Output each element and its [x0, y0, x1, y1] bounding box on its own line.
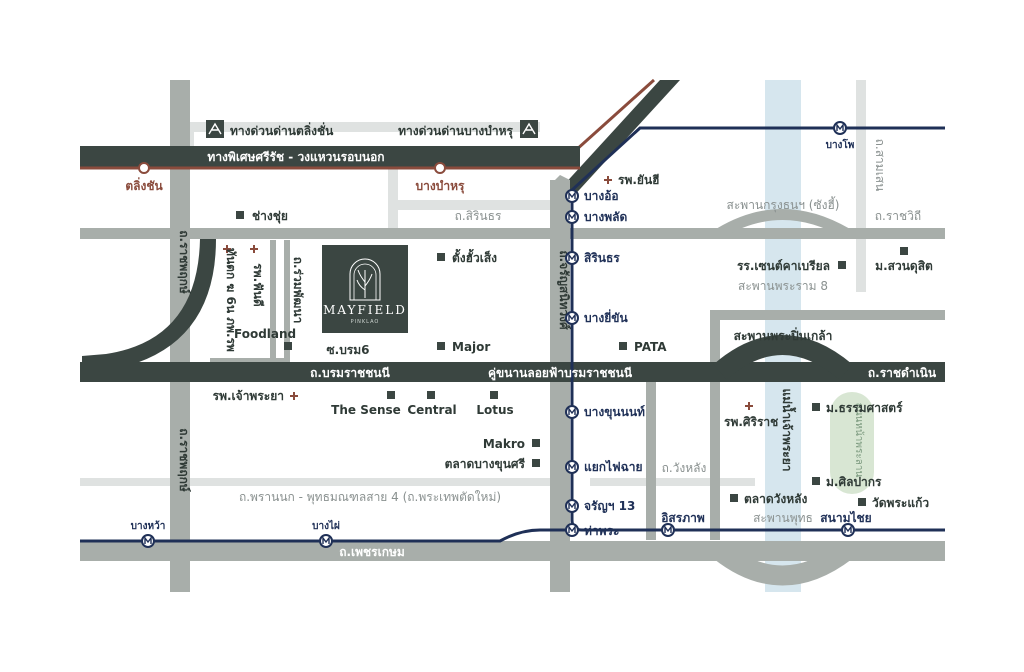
road-phetkasem: ถ.เพชรเกษม: [339, 545, 405, 559]
krungthon-bridge-curve: [717, 209, 849, 238]
mrt-fai-chai: แยกไฟฉาย: [584, 459, 643, 474]
landmark-talat-bang-khun-si: ตลาดบางขุนศรี: [445, 457, 526, 472]
landmark-major: Major: [452, 340, 490, 354]
project-subtitle: PINKLAO: [351, 319, 380, 325]
srirat-label: ทางพิเศษศรีรัช - วงแหวนรอบนอก: [207, 150, 384, 164]
road-sam-sen: ถ.สามเสน: [873, 139, 887, 192]
landmark-lotus: Lotus: [476, 403, 513, 417]
mrt-bang-phai: บางไผ่: [312, 519, 340, 532]
mrt-bang-wa: บางหว้า: [131, 520, 166, 532]
park-label: ถนนหน้าพระลาน: [853, 403, 865, 478]
project-logo-icon: [349, 258, 381, 301]
toll-left-icon: [206, 120, 224, 138]
landmark-foodland: Foodland: [234, 327, 296, 341]
road-ruamphatthana: ถ.ร่วมพัฒนา: [291, 257, 305, 324]
landmark-talat-wang-lang: ตลาดวังหลัง: [744, 492, 808, 506]
road-ratchadamnoen: ถ.ราชดำเนิน: [868, 366, 937, 380]
road-phran-nok: ถ.พรานนก - พุทธมณฑลสาย 4 (ถ.พระเทพตัดใหม…: [239, 490, 501, 505]
landmark-chang-chui: ช่างชุ่ย: [252, 209, 288, 224]
minor-roads: [80, 80, 866, 486]
landmark-the-sense: The Sense: [331, 403, 401, 417]
landmark-suan-dusit: ม.สวนดุสิต: [875, 259, 933, 274]
bridge-rama8: สะพานพระราม 8: [738, 279, 828, 293]
station-label: บางบำหรุ: [416, 179, 465, 194]
road-frontage: คู่ขนานลอยฟ้าบรมราชชนนี: [488, 366, 633, 381]
hospital-icons: [223, 176, 753, 410]
station-bang-bamru: บางบำหรุ: [416, 162, 465, 194]
phut-bridge-curve: [713, 542, 853, 586]
bridge-krungthon: สะพานกรุงธนฯ (ซังฮี้): [727, 196, 840, 213]
hospital-left-b: รพ.ฟันดี: [251, 263, 265, 307]
road-ratchaphruek-lower: ถ.ราชพฤกษ์: [177, 428, 191, 492]
landmark-tang-hua-seng: ตั้งฮั้วเส็ง: [452, 248, 497, 265]
mrt-bang-yi-khan: บางยี่ขัน: [584, 309, 628, 325]
mrt-bang-pho: บางโพ: [826, 138, 855, 151]
toll-left-label: ทางด่วนด่านตลิ่งชั่น: [230, 122, 334, 138]
mrt-sanam-chai: สนามไชย: [820, 510, 871, 525]
landmark-wat-phra-kaew: วัดพระแก้ว: [872, 496, 929, 510]
river-label: แม่น้ำเจ้าพระยา: [780, 388, 797, 471]
expressway-diagonal: [550, 80, 680, 200]
mrt-sirindhorn: สิรินธร: [584, 251, 620, 265]
expressway-junction: [550, 175, 570, 200]
metro-icon-marks: [144, 122, 852, 544]
project-name: MAYFIELD: [323, 303, 407, 317]
mrt-charan-13: จรัญฯ 13: [584, 499, 635, 513]
toll-right-icon: [520, 120, 538, 138]
sanam-luang-park: [830, 392, 874, 494]
hospital-chao-phraya: รพ.เจ้าพระยา: [213, 389, 284, 403]
mrt-itsaraphap: อิสรภาพ: [661, 511, 705, 525]
road-wang-lang: ถ.วังหลัง: [662, 461, 707, 475]
bridge-pinklao: สะพานพระปิ่นเกล้า: [734, 327, 833, 343]
rail-station-icon: [434, 162, 446, 174]
mayfield-project[interactable]: MAYFIELD PINKLAO: [322, 245, 408, 333]
mrt-bang-o: บางอ้อ: [584, 189, 619, 203]
landmark-st-gabriel: รร.เซนต์คาเบรียล: [737, 259, 830, 273]
road-borom: ถ.บรมราชชนนี: [310, 366, 390, 380]
landmark-silpakorn: ม.ศิลปากร: [826, 475, 882, 489]
pinklao-bridge-curve: [713, 335, 853, 380]
road-sirindhorn: ถ.สิรินธร: [455, 209, 502, 223]
road-soi-borom6: ซ.บรม6: [326, 343, 369, 357]
bridge-phut: สะพานพุทธ: [753, 511, 813, 526]
rail-station-icon: [138, 162, 150, 174]
landmark-pata: PATA: [634, 340, 667, 354]
landmark-thammasat: ม.ธรรมศาสตร์: [826, 401, 903, 415]
toll-left: ทางด่วนด่านตลิ่งชั่น: [206, 120, 334, 138]
toll-right-label: ทางด่วนด่านบางบำหรุ: [398, 124, 513, 139]
toll-right: ทางด่วนด่านบางบำหรุ: [398, 120, 538, 139]
hospital-left-a: ทันตก ฆ 6น ภพ.รพ: [224, 248, 238, 352]
road-charan: ถ.จรัญสนิทวงศ์: [557, 250, 571, 330]
station-taling-chan: ตลิ่งชัน: [125, 162, 163, 193]
hospital-yanhee: รพ.ยันฮี: [618, 173, 659, 187]
mrt-bang-phlat: บางพลัด: [584, 210, 627, 224]
mrt-bang-khun-non: บางขุนนนท์: [584, 405, 645, 420]
road-ratchaphruek: ถ.ราชพฤกษ์: [177, 230, 191, 294]
road-ratchawithi: ถ.ราชวิถี: [875, 209, 921, 223]
station-label: ตลิ่งชัน: [125, 177, 163, 193]
hospital-siriraj: รพ.ศิริราช: [724, 415, 778, 429]
mrt-tha-phra: ท่าพระ: [584, 524, 619, 538]
landmark-central: Central: [407, 403, 456, 417]
landmark-makro: Makro: [483, 437, 525, 451]
srirat-expressway: [80, 146, 580, 168]
landmarks: [236, 211, 908, 506]
